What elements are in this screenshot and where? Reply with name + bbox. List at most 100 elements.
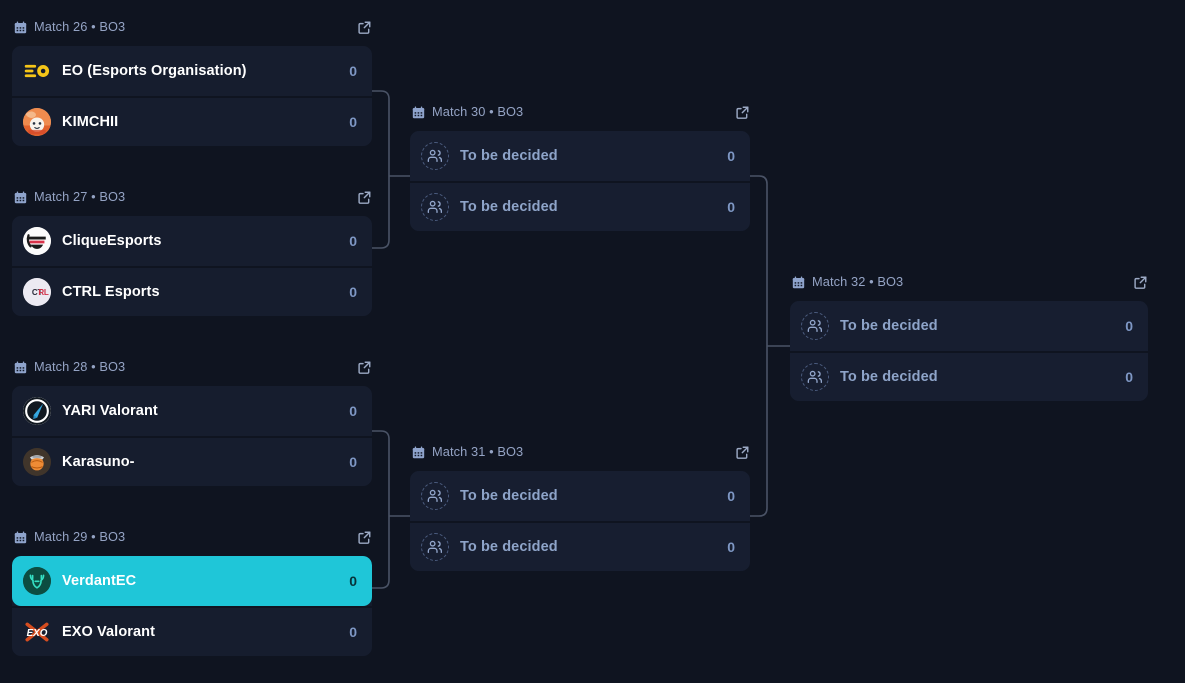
team-score: 0: [1125, 318, 1133, 334]
team-name: To be decided: [460, 148, 558, 164]
match-card-match-29: Match 29 • BO3 VerdantEC 0 EXO: [12, 526, 372, 656]
calendar-icon: [792, 275, 805, 288]
team-logo-yari-valorant: [23, 397, 51, 425]
match-title: Match 30 • BO3: [432, 103, 524, 119]
team-score: 0: [349, 624, 357, 640]
team-row[interactable]: To be decided 0: [790, 351, 1148, 401]
team-name: To be decided: [840, 318, 938, 334]
external-link-icon[interactable]: [357, 20, 372, 35]
team-rows: To be decided 0 To be decided 0: [410, 471, 750, 571]
team-score: 0: [349, 573, 357, 589]
team-name: EXO Valorant: [62, 624, 156, 640]
svg-text:RL: RL: [38, 288, 49, 297]
team-row[interactable]: To be decided 0: [790, 301, 1148, 351]
calendar-icon: [14, 190, 27, 203]
team-row[interactable]: EXO EXO Valorant 0: [12, 606, 372, 656]
people-placeholder-icon: [801, 363, 829, 391]
team-name: Karasuno-: [62, 454, 135, 470]
match-title: Match 31 • BO3: [432, 443, 524, 459]
team-score: 0: [349, 63, 357, 79]
match-title: Match 32 • BO3: [812, 273, 904, 289]
team-name: VerdantEC: [62, 573, 137, 589]
match-header: Match 28 • BO3: [12, 356, 372, 378]
external-link-icon[interactable]: [357, 530, 372, 545]
team-logo-kimchii: [23, 108, 51, 136]
team-row[interactable]: CliqueEsports 0: [12, 216, 372, 266]
match-card-match-30: Match 30 • BO3 To be decided 0 To be deci…: [410, 101, 750, 231]
team-name: CTRL Esports: [62, 284, 160, 300]
team-logo-exo-valorant: EXO: [23, 618, 51, 646]
team-score: 0: [727, 488, 735, 504]
external-link-icon[interactable]: [735, 445, 750, 460]
team-score: 0: [349, 454, 357, 470]
people-placeholder-icon: [421, 533, 449, 561]
team-logo-ctrl-esports: CT RL: [23, 278, 51, 306]
team-row[interactable]: To be decided 0: [410, 471, 750, 521]
connector-m28-m29-to-m31: [372, 430, 410, 589]
match-header: Match 27 • BO3: [12, 186, 372, 208]
team-name: YARI Valorant: [62, 403, 158, 419]
team-name: To be decided: [460, 539, 558, 555]
team-name: KIMCHII: [62, 114, 119, 130]
team-row[interactable]: VerdantEC 0: [12, 556, 372, 606]
people-placeholder-icon: [801, 312, 829, 340]
team-row[interactable]: To be decided 0: [410, 131, 750, 181]
external-link-icon[interactable]: [735, 105, 750, 120]
people-placeholder-icon: [421, 142, 449, 170]
team-row[interactable]: Karasuno- 0: [12, 436, 372, 486]
match-card-match-31: Match 31 • BO3 To be decided 0 To be deci…: [410, 441, 750, 571]
match-title: Match 26 • BO3: [34, 18, 126, 34]
match-card-match-32: Match 32 • BO3 To be decided 0 To be deci…: [790, 271, 1148, 401]
team-name: To be decided: [460, 199, 558, 215]
team-score: 0: [349, 233, 357, 249]
svg-text:EXO: EXO: [27, 628, 48, 639]
team-name: To be decided: [840, 369, 938, 385]
match-header: Match 26 • BO3: [12, 16, 372, 38]
team-logo-cliqueesports: [23, 227, 51, 255]
calendar-icon: [412, 445, 425, 458]
match-title: Match 27 • BO3: [34, 188, 126, 204]
team-score: 0: [727, 148, 735, 164]
external-link-icon[interactable]: [357, 360, 372, 375]
team-row[interactable]: KIMCHII 0: [12, 96, 372, 146]
calendar-icon: [412, 105, 425, 118]
calendar-icon: [14, 530, 27, 543]
team-row[interactable]: To be decided 0: [410, 521, 750, 571]
team-logo-verdantec: [23, 567, 51, 595]
match-title: Match 28 • BO3: [34, 358, 126, 374]
team-logo-eo: [23, 57, 51, 85]
connector-m30-m31-to-m32: [750, 175, 790, 517]
team-rows: VerdantEC 0 EXO EXO Valorant 0: [12, 556, 372, 656]
team-row[interactable]: EO (Esports Organisation) 0: [12, 46, 372, 96]
team-logo-karasuno: [23, 448, 51, 476]
team-name: CliqueEsports: [62, 233, 162, 249]
team-score: 0: [349, 114, 357, 130]
calendar-icon: [14, 360, 27, 373]
match-header: Match 30 • BO3: [410, 101, 750, 123]
team-score: 0: [727, 539, 735, 555]
team-row[interactable]: To be decided 0: [410, 181, 750, 231]
team-score: 0: [727, 199, 735, 215]
match-card-match-27: Match 27 • BO3 CliqueEsports 0 CT RL CTRL…: [12, 186, 372, 316]
match-header: Match 29 • BO3: [12, 526, 372, 548]
connector-m26-m27-to-m30: [372, 90, 410, 249]
external-link-icon[interactable]: [357, 190, 372, 205]
team-name: To be decided: [460, 488, 558, 504]
external-link-icon[interactable]: [1133, 275, 1148, 290]
team-name: EO (Esports Organisation): [62, 63, 247, 79]
people-placeholder-icon: [421, 193, 449, 221]
match-card-match-26: Match 26 • BO3 EO (Esports Organisation)…: [12, 16, 372, 146]
svg-text:CT: CT: [32, 288, 43, 297]
team-rows: EO (Esports Organisation) 0 KIMCHII 0: [12, 46, 372, 146]
match-title: Match 29 • BO3: [34, 528, 126, 544]
match-header: Match 32 • BO3: [790, 271, 1148, 293]
people-placeholder-icon: [421, 482, 449, 510]
team-score: 0: [1125, 369, 1133, 385]
team-rows: To be decided 0 To be decided 0: [410, 131, 750, 231]
match-header: Match 31 • BO3: [410, 441, 750, 463]
